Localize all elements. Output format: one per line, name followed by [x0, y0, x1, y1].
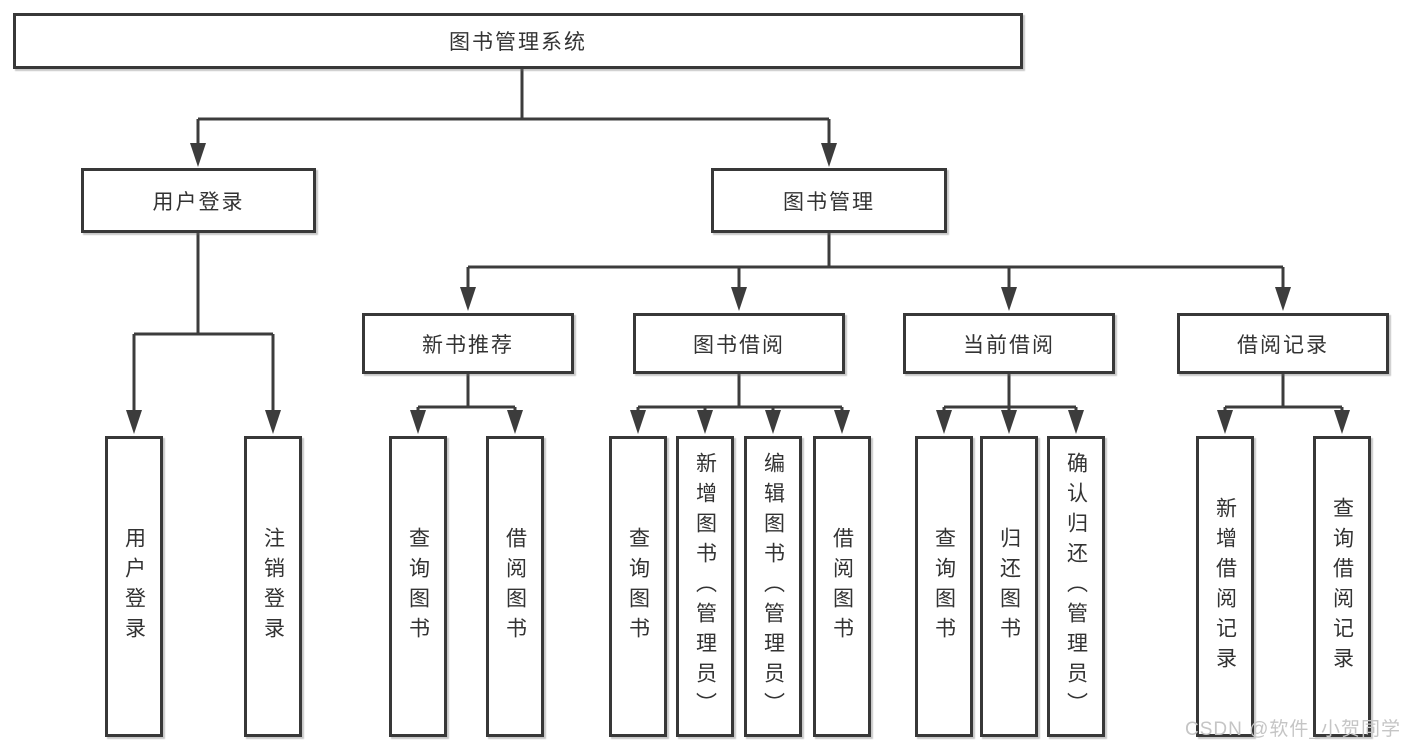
- node-module-borrow-records: 借阅记录: [1177, 313, 1389, 374]
- node-module-new-books-label: 新书推荐: [422, 333, 514, 357]
- leaf-current-return-label: 归还图书: [997, 526, 1021, 647]
- leaf-current-query: 查询图书: [915, 436, 973, 737]
- leaf-new-books-query: 查询图书: [389, 436, 447, 737]
- leaf-user-login: 用户登录: [105, 436, 163, 737]
- node-module-current-borrow: 当前借阅: [903, 313, 1115, 374]
- connector-root: [196, 69, 831, 150]
- leaf-borrow-add-book: 新增图书（管理员）: [676, 436, 734, 737]
- node-module-borrow-records-label: 借阅记录: [1237, 333, 1329, 357]
- node-module-book-borrow: 图书借阅: [633, 313, 845, 374]
- leaf-records-add: 新增借阅记录: [1196, 436, 1254, 737]
- leaf-borrow-book: 借阅图书: [813, 436, 871, 737]
- connector-user-login: [132, 233, 275, 418]
- connector-book-borrow: [636, 374, 844, 418]
- connector-borrow-records: [1223, 374, 1344, 418]
- node-module-new-books: 新书推荐: [362, 313, 574, 374]
- leaf-current-query-label: 查询图书: [932, 526, 956, 647]
- leaf-new-books-borrow-label: 借阅图书: [503, 526, 527, 647]
- leaf-borrow-query-label: 查询图书: [626, 526, 650, 647]
- leaf-user-login-label: 用户登录: [122, 526, 146, 647]
- csdn-watermark: CSDN @软件_小贺同学: [1185, 719, 1401, 740]
- leaf-records-add-label: 新增借阅记录: [1213, 496, 1237, 677]
- leaf-borrow-book-label: 借阅图书: [830, 526, 854, 647]
- node-user-login-branch-label: 用户登录: [152, 190, 245, 214]
- leaf-records-query-label: 查询借阅记录: [1330, 496, 1354, 677]
- node-module-book-borrow-label: 图书借阅: [693, 333, 785, 357]
- node-root-label: 图书管理系统: [449, 31, 587, 54]
- connector-book-mgmt: [466, 233, 1285, 294]
- leaf-logout: 注销登录: [244, 436, 302, 737]
- leaf-current-return: 归还图书: [980, 436, 1038, 737]
- leaf-current-confirm-return: 确认归还（管理员）: [1047, 436, 1105, 737]
- leaf-borrow-edit-book-label: 编辑图书（管理员）: [761, 451, 785, 722]
- leaf-new-books-borrow: 借阅图书: [486, 436, 544, 737]
- node-book-mgmt-branch-label: 图书管理: [783, 190, 875, 214]
- leaf-borrow-add-book-label: 新增图书（管理员）: [693, 451, 717, 722]
- leaf-current-confirm-return-label: 确认归还（管理员）: [1064, 451, 1088, 722]
- leaf-borrow-edit-book: 编辑图书（管理员）: [744, 436, 802, 737]
- node-user-login-branch: 用户登录: [81, 168, 316, 233]
- node-root: 图书管理系统: [13, 13, 1023, 69]
- leaf-new-books-query-label: 查询图书: [406, 526, 430, 647]
- node-module-current-borrow-label: 当前借阅: [963, 333, 1055, 357]
- leaf-logout-label: 注销登录: [261, 526, 285, 647]
- connector-new-books: [416, 374, 517, 418]
- node-book-mgmt-branch: 图书管理: [711, 168, 947, 233]
- leaf-records-query: 查询借阅记录: [1313, 436, 1371, 737]
- leaf-borrow-query: 查询图书: [609, 436, 667, 737]
